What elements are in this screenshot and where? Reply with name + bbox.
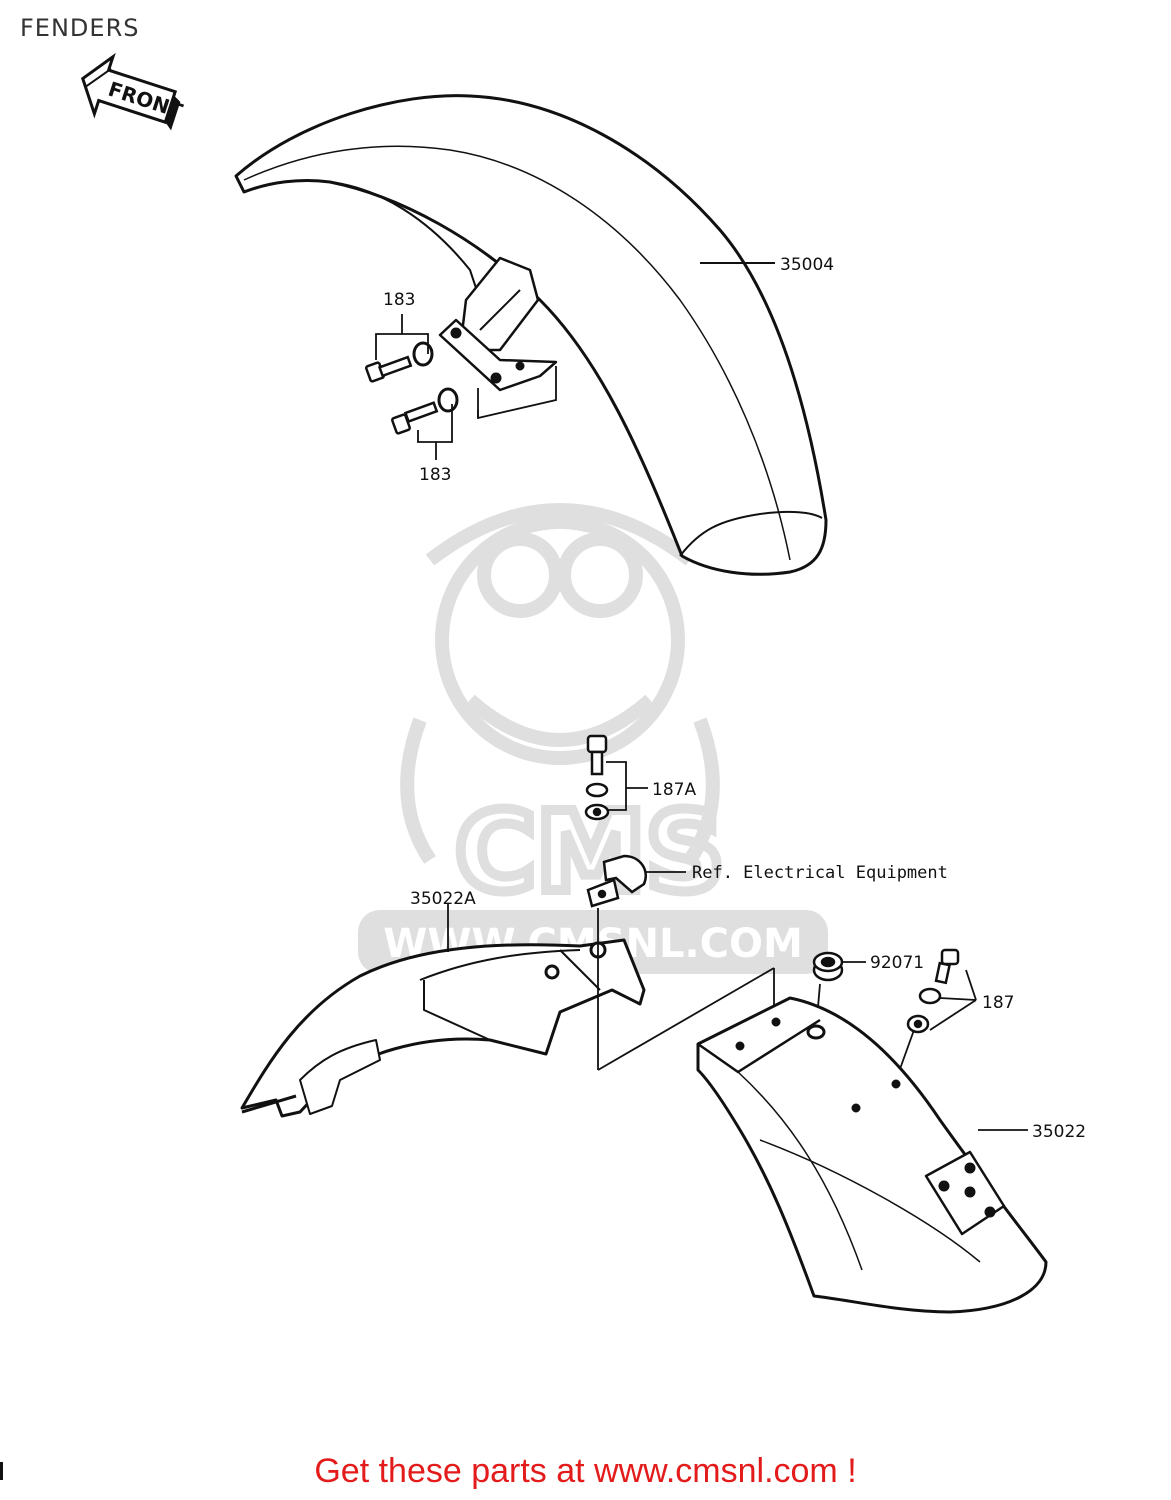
front-fender <box>234 94 828 576</box>
assembly-leaders <box>597 908 915 1081</box>
callout-bolt-washer-top: 187A <box>652 780 696 800</box>
front-arrow-icon: FRONT <box>80 52 186 131</box>
bolt-leader-lines <box>375 314 557 460</box>
leader-187a <box>606 761 627 811</box>
leader-187 <box>929 969 977 1031</box>
callout-bolt-upper: 183 <box>383 290 415 310</box>
page-title: FENDERS <box>20 14 140 42</box>
callout-electrical-ref: Ref. Electrical Equipment <box>692 863 948 883</box>
bolt-washer-rear-icon <box>906 948 960 1034</box>
callout-grommet: 92071 <box>870 953 924 973</box>
bolt-washer-top-icon <box>584 734 610 821</box>
mascot-watermark-icon <box>400 503 720 864</box>
callout-front-fender: 35004 <box>780 255 834 275</box>
callout-inner-fender: 35022A <box>410 889 476 909</box>
rear-fender <box>696 996 1048 1314</box>
edge-mark <box>0 1462 3 1480</box>
footer-cta-link[interactable]: Get these parts at www.cmsnl.com ! <box>314 1452 857 1490</box>
grommet-icon <box>812 951 844 982</box>
callout-bolt-washer-rear: 187 <box>982 993 1014 1013</box>
inner-fender <box>240 938 646 1118</box>
callout-bolt-lower: 183 <box>419 465 451 485</box>
wire-clamp-icon <box>586 854 647 908</box>
bolt-lower-icon <box>390 387 459 435</box>
callout-rear-fender: 35022 <box>1032 1122 1086 1142</box>
